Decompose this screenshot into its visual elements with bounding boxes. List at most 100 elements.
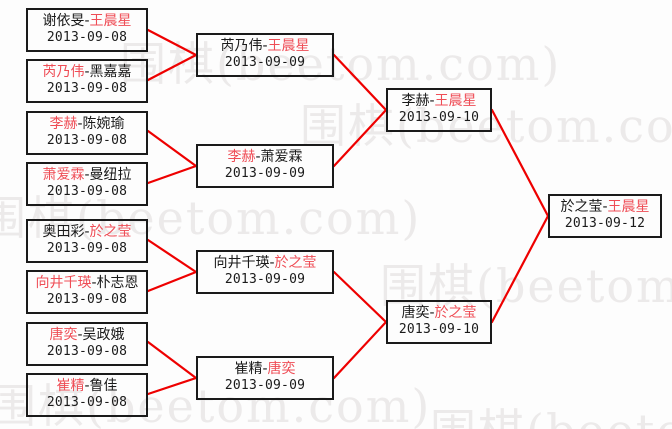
player-right: 萧爱霖 [260,149,303,166]
separator: - [77,327,83,344]
connector-r1m5-r2m3 [146,238,198,274]
connector-r1m8-r2m4 [146,376,198,396]
watermark-text: 围棋(beetom.com) [120,37,562,91]
player-right: 朴志恩 [96,275,139,292]
separator: - [262,38,268,55]
match-date: 2013-09-10 [398,322,480,338]
match-box-r1m5[interactable]: 奥田彩-於之莹 2013-09-08 [26,219,148,263]
match-players: 於之莹-王晨星 [560,200,649,216]
match-players: 萧爱霖-曼纽拉 [42,168,131,184]
match-box-r1m8[interactable]: 崔精-鲁佳 2013-09-08 [26,373,148,417]
match-box-final[interactable]: 於之莹-王晨星 2013-09-12 [548,194,662,238]
connector-r2m4-r3m2 [332,320,388,380]
player-left: 唐奕 [49,327,78,344]
connector-r1m2-r2m1 [146,53,198,82]
separator: - [429,305,435,322]
match-players: 唐奕-吴政娥 [49,328,124,344]
connector-r1m4-r2m2 [146,164,198,185]
match-date: 2013-09-08 [46,30,128,46]
player-right: 王晨星 [434,93,477,110]
match-players: 崔精-鲁佳 [56,379,117,395]
match-date: 2013-09-08 [46,133,128,149]
player-left: 谢依旻 [42,13,85,30]
match-date: 2013-09-10 [398,110,480,126]
match-players: 向井千瑛-於之莹 [213,256,316,272]
match-date: 2013-09-08 [46,344,128,360]
match-box-r2m3[interactable]: 向井千瑛-於之莹 2013-09-09 [196,250,334,294]
match-box-r3m1[interactable]: 李赫-王晨星 2013-09-10 [386,88,492,132]
connector-r1m6-r2m3 [146,270,198,293]
match-players: 芮乃伟-黑嘉嘉 [42,65,131,81]
player-right: 於之莹 [434,305,477,322]
connector-r3m1-r4m1 [490,108,550,218]
player-right: 曼纽拉 [89,167,132,184]
connector-r1m3-r2m2 [146,129,198,168]
player-right: 黑嘉嘉 [89,64,132,81]
separator: - [91,275,97,292]
separator: - [84,224,90,241]
player-left: 崔精 [56,378,85,395]
player-right: 陈婉瑜 [82,116,125,133]
connector-r2m2-r3m1 [332,108,388,168]
match-box-r1m4[interactable]: 萧爱霖-曼纽拉 2013-09-08 [26,162,148,206]
match-box-r1m2[interactable]: 芮乃伟-黑嘉嘉 2013-09-08 [26,59,148,103]
separator: - [269,255,275,272]
connector-r1m1-r2m1 [146,28,198,57]
player-left: 李赫 [227,149,256,166]
match-date: 2013-09-08 [46,184,128,200]
separator: - [84,64,90,81]
match-box-r2m4[interactable]: 崔精-唐奕 2013-09-09 [196,356,334,400]
match-players: 谢依旻-王晨星 [42,14,131,30]
player-left: 唐奕 [401,305,430,322]
player-right: 唐奕 [267,361,296,378]
player-left: 李赫 [49,116,78,133]
match-date: 2013-09-09 [224,378,306,394]
connector-r1m7-r2m4 [146,340,198,380]
match-players: 李赫-王晨星 [401,94,476,110]
separator: - [429,93,435,110]
match-box-r2m1[interactable]: 芮乃伟-王晨星 2013-09-09 [196,33,334,77]
player-left: 於之莹 [560,199,603,216]
match-players: 李赫-陈婉瑜 [49,117,124,133]
watermark-text: 围棋(beetom.com) [430,395,672,429]
separator: - [77,116,83,133]
player-right: 於之莹 [274,255,317,272]
player-right: 吴政娥 [82,327,125,344]
match-date: 2013-09-08 [46,395,128,411]
match-date: 2013-09-08 [46,81,128,97]
player-right: 王晨星 [607,199,650,216]
match-date: 2013-09-09 [224,272,306,288]
player-left: 芮乃伟 [220,38,263,55]
match-box-r1m3[interactable]: 李赫-陈婉瑜 2013-09-08 [26,111,148,155]
match-players: 李赫-萧爱霖 [227,150,302,166]
match-date: 2013-09-09 [224,166,306,182]
separator: - [84,167,90,184]
match-players: 唐奕-於之莹 [401,306,476,322]
separator: - [84,378,90,395]
match-players: 向井千瑛-朴志恩 [35,276,138,292]
player-left: 奥田彩 [42,224,85,241]
match-date: 2013-09-12 [564,216,646,232]
connector-r3m2-r4m1 [490,214,550,324]
match-box-r1m6[interactable]: 向井千瑛-朴志恩 2013-09-08 [26,270,148,314]
separator: - [602,199,608,216]
match-date: 2013-09-08 [46,241,128,257]
match-players: 奥田彩-於之莹 [42,225,131,241]
player-right: 王晨星 [267,38,310,55]
match-box-r1m7[interactable]: 唐奕-吴政娥 2013-09-08 [26,322,148,366]
match-box-r1m1[interactable]: 谢依旻-王晨星 2013-09-08 [26,8,148,52]
player-left: 李赫 [401,93,430,110]
separator: - [84,13,90,30]
match-players: 崔精-唐奕 [234,362,295,378]
player-right: 於之莹 [89,224,132,241]
match-date: 2013-09-09 [224,55,306,71]
player-left: 萧爱霖 [42,167,85,184]
connector-r2m1-r3m1 [332,53,388,112]
player-right: 王晨星 [89,13,132,30]
match-box-r3m2[interactable]: 唐奕-於之莹 2013-09-10 [386,300,492,344]
player-left: 崔精 [234,361,263,378]
player-left: 向井千瑛 [213,255,270,272]
player-right: 鲁佳 [89,378,118,395]
match-box-r2m2[interactable]: 李赫-萧爱霖 2013-09-09 [196,144,334,188]
